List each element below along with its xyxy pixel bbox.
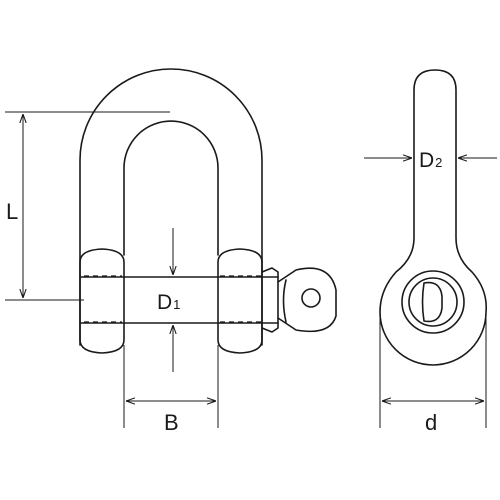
dimension-B: B — [123, 345, 219, 435]
dimension-L: L — [5, 111, 170, 301]
dimension-D1: D1 — [157, 228, 180, 372]
shackle-front-view — [79, 68, 337, 354]
label-D1-sub: 1 — [173, 297, 180, 312]
label-D1-main: D — [157, 291, 172, 314]
label-D2-sub: 2 — [435, 155, 442, 170]
right-eye — [217, 248, 263, 354]
shackle-side-view — [379, 69, 488, 366]
dimension-D2: D2 — [364, 149, 497, 172]
label-d: d — [425, 410, 437, 435]
label-D2-main: D — [419, 149, 434, 172]
side-outline — [379, 69, 488, 366]
left-eye — [79, 248, 125, 354]
dimension-d: d — [379, 318, 487, 435]
label-D1: D1 — [157, 291, 180, 314]
pin-head-tab — [277, 267, 337, 333]
pin-collar — [261, 267, 279, 333]
pin-head-face — [282, 279, 287, 323]
side-boss-outer — [401, 270, 465, 334]
bow-outer — [79, 68, 263, 346]
bow-inner — [123, 120, 219, 256]
label-B: B — [164, 410, 179, 435]
side-pin-slot — [421, 281, 443, 323]
label-L: L — [6, 199, 18, 224]
pin-head-hole — [301, 288, 321, 308]
side-boss-inner — [408, 277, 458, 327]
label-D2: D2 — [419, 149, 442, 172]
